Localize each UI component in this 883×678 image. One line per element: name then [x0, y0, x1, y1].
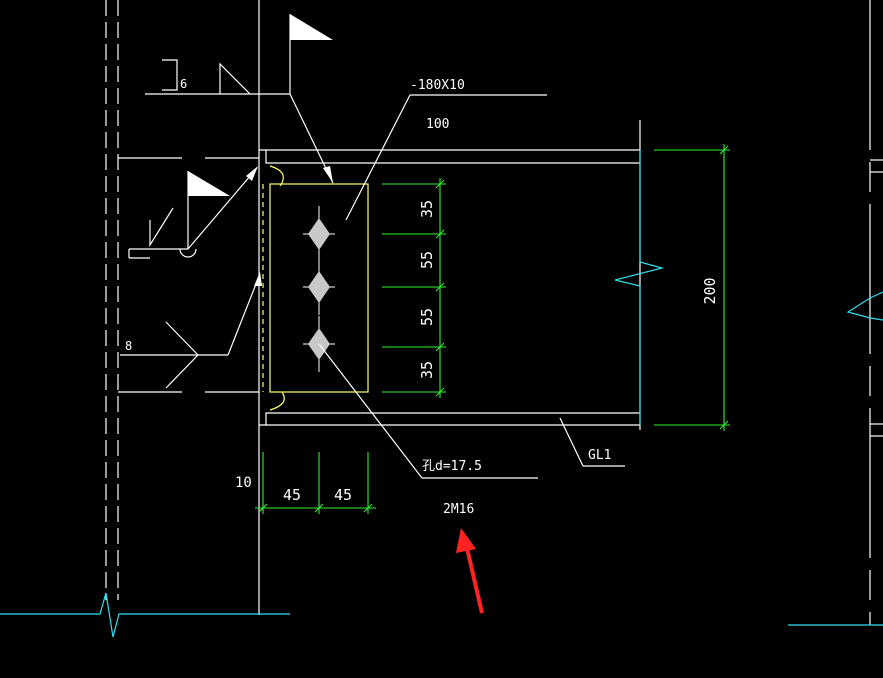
red-arrow-icon: [456, 528, 484, 614]
dim-v-4: 35: [418, 361, 436, 379]
horizontal-dimension-chain: [255, 452, 376, 514]
beam-label: GL1: [588, 448, 611, 463]
plate-spec-label: -180X10: [410, 78, 465, 93]
leader-arrowhead: [246, 166, 258, 181]
right-member-outline: [869, 0, 883, 625]
hole-leader: [318, 343, 538, 479]
dim-v-2: 55: [418, 251, 436, 269]
dim-10: 10: [235, 475, 252, 491]
dim-beam-depth: 200: [701, 277, 719, 304]
bolt-group: [303, 206, 335, 372]
column-outline: [105, 0, 260, 615]
bolt-diamond-icon: [303, 259, 335, 315]
leader-arrowhead: [254, 272, 262, 286]
weld-symbol-middle: [128, 167, 258, 259]
beam-outline: [259, 120, 641, 430]
column-break-line: [0, 592, 290, 638]
dim-h-1: 45: [283, 486, 301, 504]
dim-v-3: 55: [418, 308, 436, 326]
weld-size-8: 8: [125, 339, 132, 353]
beam-depth-dimension: [654, 144, 730, 431]
weld-symbol-lower: [120, 273, 261, 389]
bolt-diamond-icon: [303, 206, 335, 262]
beam-label-leader: [559, 417, 625, 467]
dim-v-1: 35: [418, 200, 436, 218]
hole-label: 孔d=17.5: [422, 459, 482, 474]
right-member-break-line: [788, 291, 883, 626]
dim-100-label: 100: [426, 117, 449, 132]
leader-arrowhead: [323, 166, 333, 183]
bolts-label: 2M16: [443, 502, 474, 517]
flag-icon: [188, 171, 230, 196]
flag-icon: [290, 14, 333, 40]
weld-size-6: 6: [180, 77, 187, 91]
dim-h-2: 45: [334, 486, 352, 504]
connection-plate: [262, 165, 369, 411]
vertical-dimension-chain: [382, 178, 446, 398]
beam-break-line: [614, 150, 665, 425]
plate-spec-leader: [345, 94, 547, 221]
